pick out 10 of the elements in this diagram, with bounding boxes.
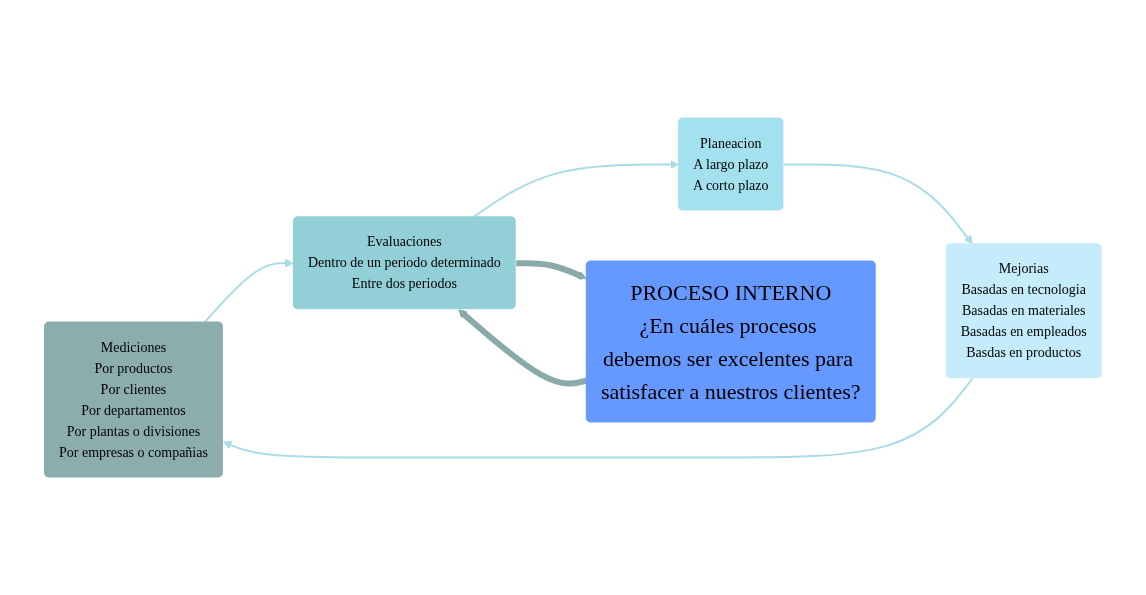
arrow (783, 163, 973, 245)
arrow (223, 377, 974, 459)
node-box: Evaluaciones Dentro de un periodo determinado Entre dos periodos (293, 216, 516, 310)
arrow (516, 260, 587, 280)
node-box: Mejorias Basadas en tecnologia Basadas en materiales Basadas en empleados Basdas en productos (945, 243, 1102, 379)
node-box: Planeacion A largo plazo A corto plazo (678, 117, 784, 211)
node-box: PROCESO INTERNO ¿En cuáles procesos debemos ser excelentes para satisfacer a nuestros clientes? (585, 260, 876, 423)
node-box: Mediciones Por productos Por clientes Por departamentos Por plantas o divisiones Por empresas o compañias (44, 321, 224, 478)
arrow (204, 258, 294, 323)
arrow (472, 160, 680, 218)
